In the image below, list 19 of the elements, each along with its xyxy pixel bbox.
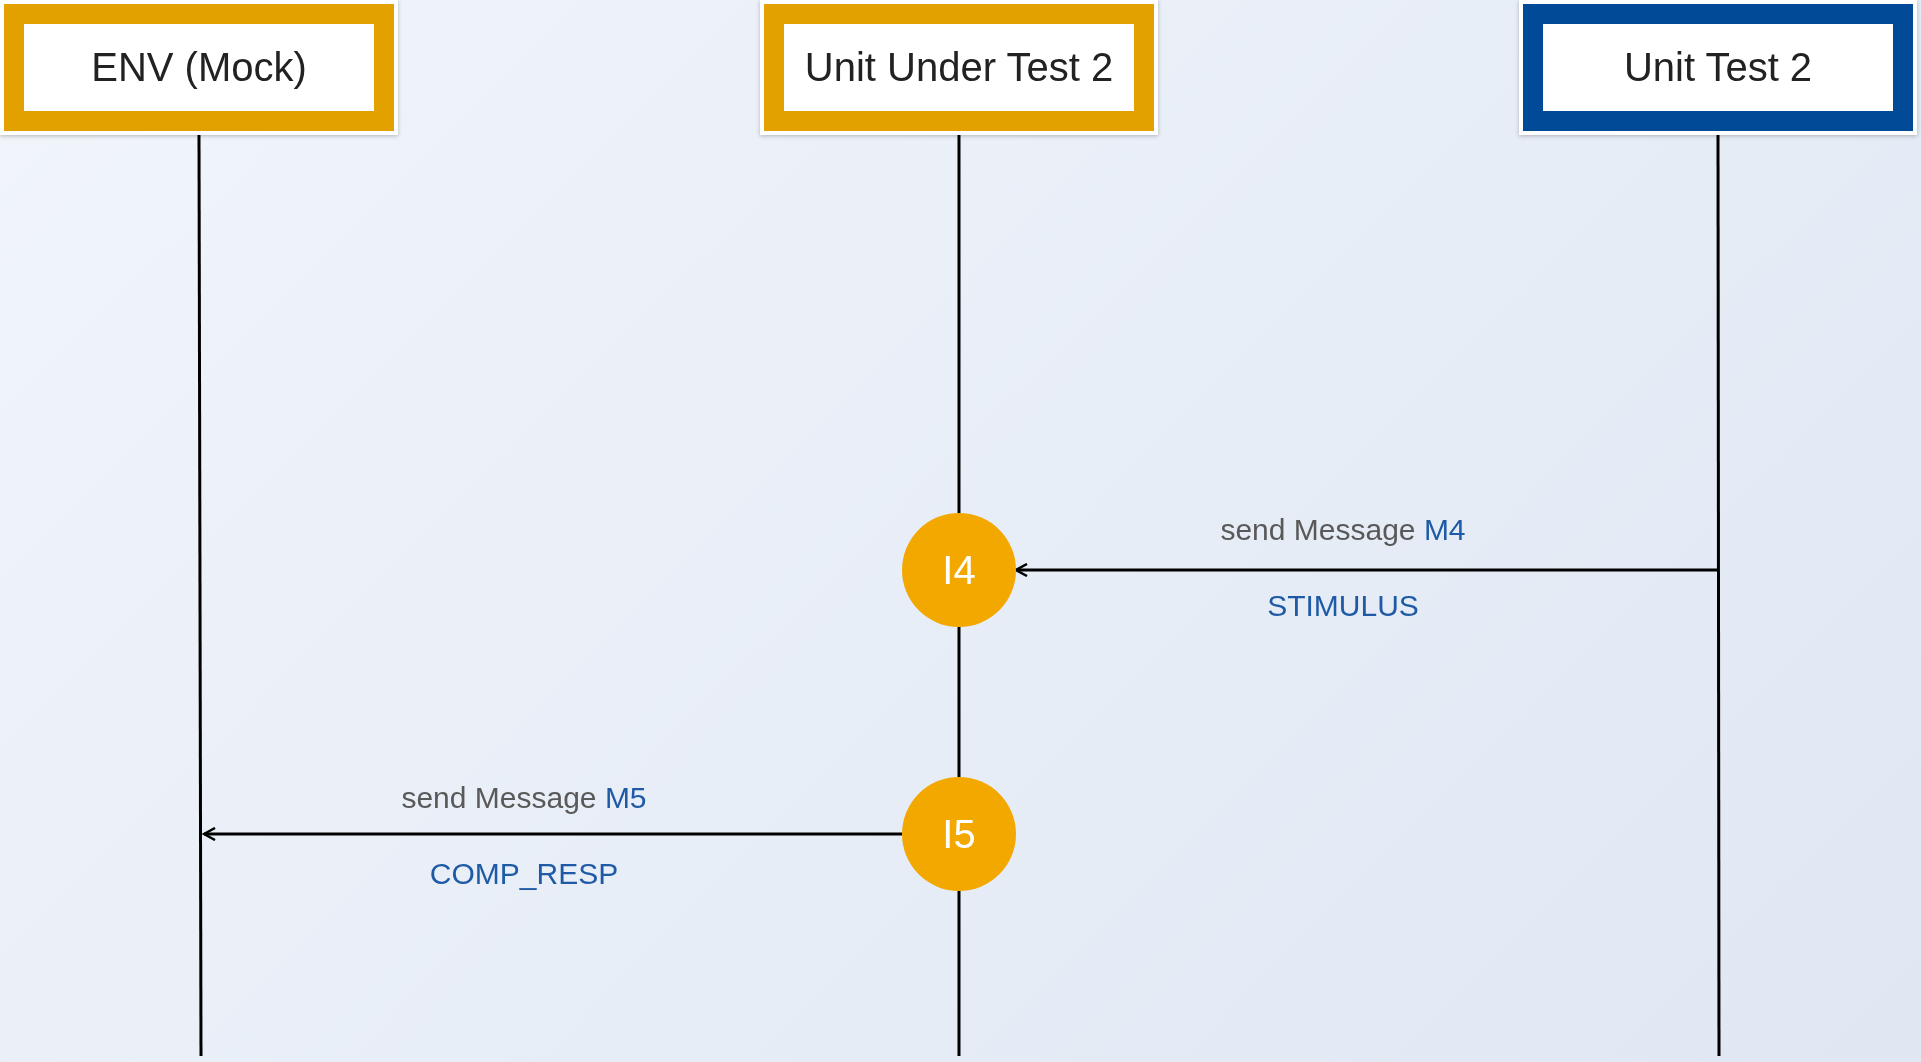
signal-name: COMP_RESP (429, 857, 619, 891)
lifeline (1716, 135, 1721, 1056)
step-number: I5 (942, 811, 976, 857)
lifeline (957, 891, 961, 1056)
step-number: I4 (942, 547, 976, 593)
edge-label: send Message M5 (401, 781, 647, 815)
message-arrow (1014, 562, 1719, 578)
signal-name: STIMULUS (1267, 589, 1419, 623)
participant-name: Unit Test 2 (1623, 45, 1813, 90)
participant-box (760, 0, 1158, 135)
lifeline (957, 135, 961, 513)
participant-box (1519, 0, 1917, 135)
participant-name: Unit Under Test 2 (804, 45, 1114, 90)
lifeline (957, 627, 961, 777)
participant-name: ENV (Mock) (91, 45, 307, 90)
edge-label: send Message M4 (1220, 513, 1466, 547)
message-arrow (202, 826, 902, 842)
lifeline (197, 135, 203, 1056)
participant-box (0, 0, 398, 135)
